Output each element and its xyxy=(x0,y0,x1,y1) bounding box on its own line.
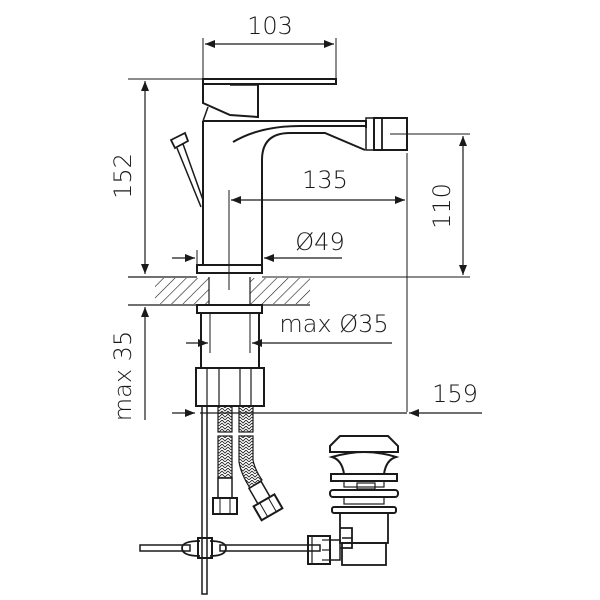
fixing-nut xyxy=(195,367,265,407)
dim-label-135: 135 xyxy=(302,166,348,194)
dim-label-110: 110 xyxy=(428,183,456,229)
dim-spout-height: 110 xyxy=(262,133,470,278)
dim-hole-diameter: max Ø35 xyxy=(186,310,392,347)
dim-label-max-35: max 35 xyxy=(109,331,137,421)
dim-label-49: Ø49 xyxy=(295,228,344,256)
lift-rod-vertical xyxy=(201,405,208,595)
dim-label-max-35-diameter: max Ø35 xyxy=(279,310,388,338)
dim-base-diameter: Ø49 xyxy=(172,228,345,265)
dim-total-height: 152 xyxy=(109,78,203,274)
dim-label-152: 152 xyxy=(109,153,137,199)
dim-label-159: 159 xyxy=(432,380,478,408)
dim-spout-reach: 135 xyxy=(228,153,408,412)
dim-lever-width: 103 xyxy=(202,12,337,80)
dim-label-103: 103 xyxy=(247,12,293,40)
braided-hoses xyxy=(212,405,284,522)
deck-section xyxy=(128,276,310,306)
lever-handle xyxy=(202,78,337,122)
dim-deck-thickness: max 35 xyxy=(109,307,149,421)
pop-up-lift-rod xyxy=(169,131,204,208)
dim-overall-depth: 159 xyxy=(172,380,482,417)
linkage-rod xyxy=(139,537,321,559)
pop-up-waste xyxy=(307,435,400,566)
mounting-shank xyxy=(196,304,263,368)
